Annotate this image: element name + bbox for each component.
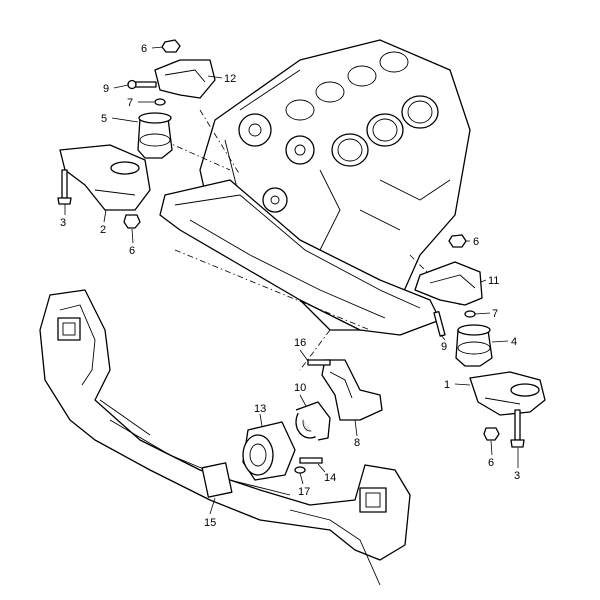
leader-lines	[64, 46, 519, 515]
callout-9-right: 9	[441, 341, 447, 353]
callout-7-right: 7	[492, 308, 498, 320]
left-engine-mount	[57, 39, 216, 229]
callout-6-left-lower: 6	[129, 245, 135, 257]
transmission-mount	[242, 359, 383, 481]
callout-6-right-top: 6	[473, 236, 479, 248]
callout-9-left: 9	[103, 83, 109, 95]
callout-15: 15	[204, 517, 216, 529]
callout-14: 14	[324, 472, 336, 484]
callout-1: 1	[444, 379, 450, 391]
callout-10: 10	[294, 382, 306, 394]
callout-16: 16	[294, 337, 306, 349]
callout-5: 5	[101, 113, 107, 125]
callout-2: 2	[100, 224, 106, 236]
callout-3-right: 3	[514, 470, 520, 482]
callout-6-top-left: 6	[141, 43, 147, 55]
callout-8: 8	[354, 437, 360, 449]
right-engine-mount	[414, 234, 546, 448]
callout-labels: 6 12 9 7 5 3 2 6 6 11 7 9 4 1 6 3 16 10 …	[60, 43, 520, 529]
callout-6-right-lower: 6	[488, 457, 494, 469]
callout-7-left: 7	[127, 97, 133, 109]
callout-13: 13	[254, 403, 266, 415]
callout-3-left: 3	[60, 217, 66, 229]
subframe	[39, 289, 411, 586]
callout-11: 11	[488, 275, 499, 287]
callout-17: 17	[298, 486, 310, 498]
engine-block	[159, 39, 471, 336]
callout-12: 12	[224, 73, 236, 85]
callout-4: 4	[511, 336, 517, 348]
